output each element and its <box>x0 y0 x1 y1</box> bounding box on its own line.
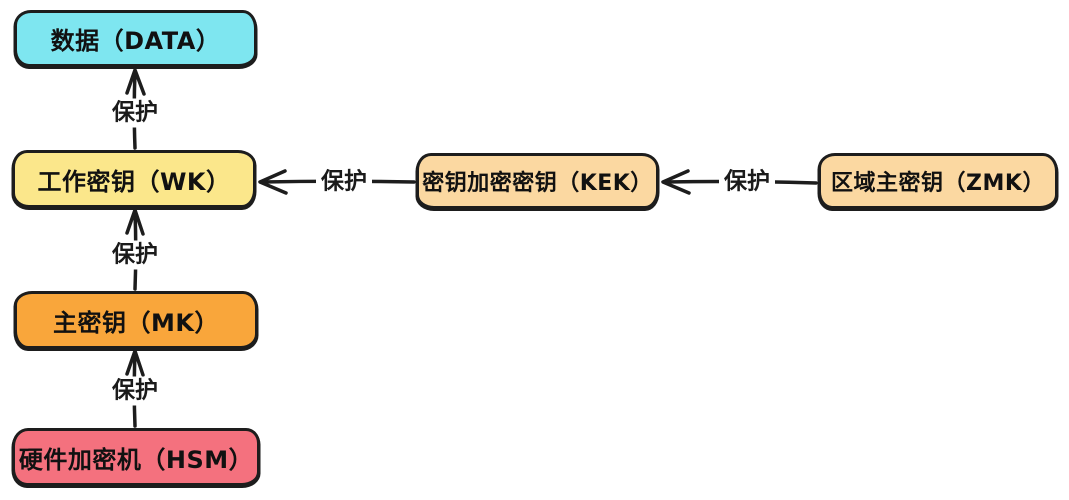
node-master-key-label: 主密钥（MK） <box>53 308 219 337</box>
node-data: 数据（DATA） <box>14 10 257 67</box>
edge-label-protect-kek-wk: 保护 <box>316 167 372 197</box>
edge-label-protect-mk-wk: 保护 <box>107 240 163 270</box>
edge-label-protect-wk-data: 保护 <box>107 98 163 128</box>
node-hsm-label: 硬件加密机（HSM） <box>18 445 254 474</box>
node-key-encryption-key: 密钥加密密钥（KEK） <box>416 153 659 209</box>
node-work-key-label: 工作密钥（WK） <box>37 167 231 196</box>
node-key-encryption-key-label: 密钥加密密钥（KEK） <box>422 171 653 196</box>
node-data-label: 数据（DATA） <box>50 27 221 55</box>
edge-label-protect-hsm-mk: 保护 <box>107 376 163 406</box>
node-hsm: 硬件加密机（HSM） <box>12 428 260 486</box>
edge-label-protect-zmk-kek: 保护 <box>719 167 775 197</box>
node-zone-master-key-label: 区域主密钥（ZMK） <box>831 171 1045 196</box>
node-master-key: 主密钥（MK） <box>14 291 258 349</box>
node-zone-master-key: 区域主密钥（ZMK） <box>818 153 1058 209</box>
node-work-key: 工作密钥（WK） <box>12 150 256 208</box>
